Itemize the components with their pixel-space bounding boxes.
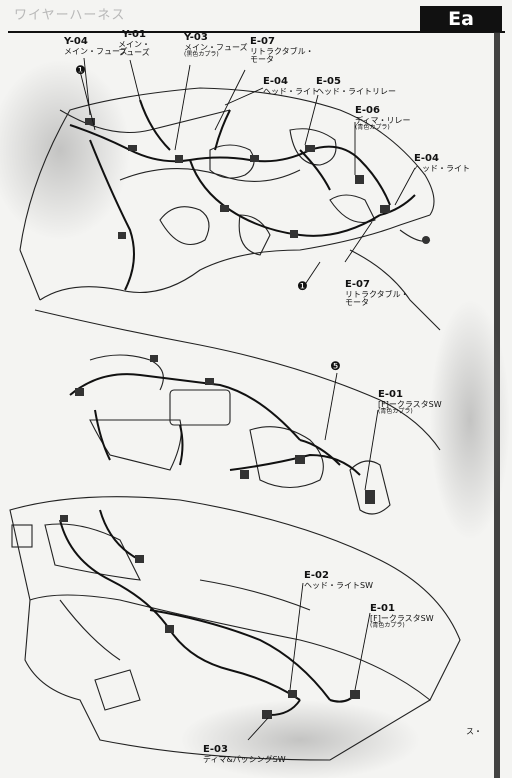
label-e06: E-06 ディマ・リレー (青色カプラ) bbox=[355, 105, 411, 131]
label-e02: E-02 ヘッド・ライトSW bbox=[304, 570, 373, 590]
label-e07-top: E-07 リトラクタブル・ モータ bbox=[250, 36, 314, 64]
label-e01-bottom: E-01 [F]ークラスタSW (青色カプラ) bbox=[370, 603, 434, 629]
label-e03: E-03 ディマ&パッシングSW bbox=[203, 744, 286, 764]
engine-bay-harness bbox=[69, 99, 416, 291]
dash-harness-connectors bbox=[75, 355, 375, 504]
engine-bay-connectors bbox=[85, 118, 430, 244]
leader-lines bbox=[79, 57, 416, 741]
section-tag: Ea bbox=[420, 6, 502, 32]
instrument-panel-wires bbox=[59, 509, 356, 716]
marker-1-bottom: ❶ bbox=[297, 279, 308, 293]
label-e07-bottom: E-07 リトラクタブル・ モータ bbox=[345, 279, 409, 307]
smudge-bottom bbox=[180, 700, 420, 778]
label-e01-middle: E-01 [F]ークラスタSW (青色カプラ) bbox=[378, 389, 442, 415]
smudge-right bbox=[430, 300, 510, 540]
instrument-panel-connectors bbox=[60, 515, 360, 719]
smudge-left bbox=[0, 60, 130, 240]
dash-harness-wires bbox=[69, 373, 361, 476]
instrument-panel-drawing bbox=[9, 496, 461, 761]
label-e04-top: E-04 ヘッド・ライト bbox=[263, 76, 319, 96]
label-e04-right: E-04 ヘッド・ライト bbox=[414, 153, 470, 173]
label-y01: Y-01 メイン・ フューズ bbox=[118, 29, 150, 57]
page-header: ワイヤーハーネス Ea bbox=[0, 0, 512, 34]
label-e05: E-05 ヘッド・ライトリレー bbox=[316, 76, 396, 96]
marker-1-top: ❶ bbox=[75, 63, 86, 77]
footer-text: ス・ bbox=[466, 727, 482, 736]
label-y04: Y-04 メイン・フューズ bbox=[64, 36, 128, 56]
header-faded-text: ワイヤーハーネス bbox=[14, 8, 126, 23]
marker-5: ❺ bbox=[330, 359, 341, 373]
label-y03: Y-03 メイン・フューズ (黒色カプラ) bbox=[184, 32, 248, 58]
